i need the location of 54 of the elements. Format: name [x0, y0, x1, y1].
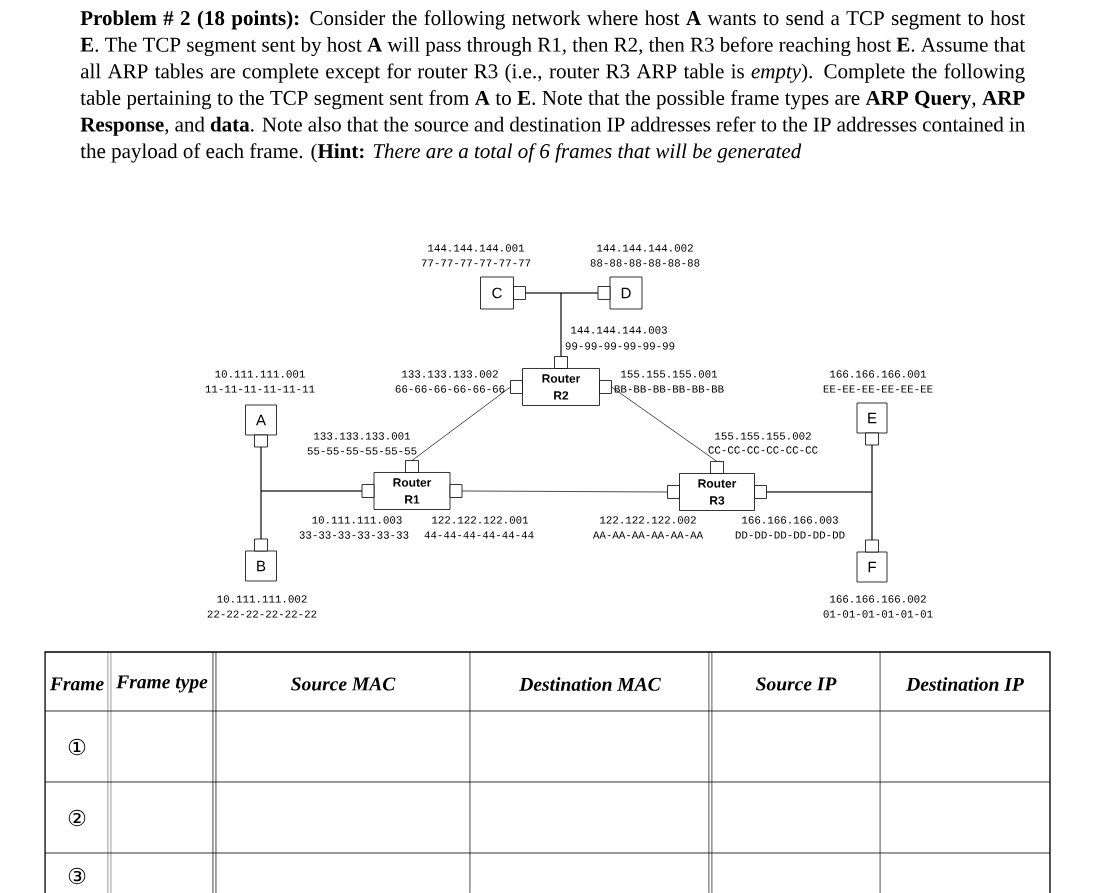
host-box: B [245, 538, 277, 582]
network-link [260, 490, 363, 540]
ip-address-label: 144.144.144.003 [571, 326, 667, 334]
mac-address-label: BB-BB-BB-BB-BB-BB [614, 385, 724, 393]
network-link [766, 491, 873, 541]
column-header: Destination MAC [519, 677, 661, 691]
router-box: Router R3 [667, 461, 767, 511]
ip-address-label: 122.122.122.001 [432, 516, 529, 524]
mac-address-label: 33-33-33-33-33-33 [299, 531, 409, 539]
mac-address-label: 55-55-55-55-55-55 [307, 447, 417, 455]
frame-number: ② [68, 809, 86, 827]
ip-address-label: 166.166.166.001 [830, 370, 927, 378]
mac-address-label: EE-EE-EE-EE-EE-EE [823, 385, 933, 393]
host-box: E [856, 402, 888, 446]
host-box: F [856, 539, 888, 583]
ip-address-label: 144.144.144.001 [428, 244, 525, 252]
mac-address-label: 22-22-22-22-22-22 [207, 610, 317, 618]
mac-address-label: 11-11-11-11-11-11 [205, 385, 315, 393]
router-box: Router R2 [510, 356, 612, 406]
ip-address-label: 155.155.155.002 [715, 432, 811, 440]
frame-number: ① [68, 738, 86, 756]
mac-address-label: 66-66-66-66-66-66 [395, 385, 505, 393]
host-box: A [245, 404, 277, 448]
ip-address-label: 144.144.144.002 [597, 244, 693, 252]
mac-address-label: 44-44-44-44-44-44 [424, 531, 534, 539]
column-header: Source IP [756, 677, 837, 691]
network-link [611, 386, 718, 462]
ip-address-label: 122.122.122.002 [600, 516, 696, 524]
router-box: Router R1 [361, 460, 463, 510]
network-link [411, 386, 511, 461]
ip-address-label: 10.111.111.002 [217, 595, 307, 603]
mac-address-label: 99-99-99-99-99-99 [565, 342, 675, 350]
ip-address-label: 10.111.111.001 [215, 370, 305, 378]
ip-address-label: 10.111.111.003 [312, 516, 402, 524]
ip-address-label: 166.166.166.002 [830, 595, 926, 603]
ip-address-label: 155.155.155.001 [621, 370, 718, 378]
problem-statement: Problem # 2 (18 points): Consider the following network where host A wants to send a TCP segment to host E. The TCP segment sent by host A will pass through R1, then R2, then R3 before reaching host E. Assume that all ARP tables are complete except for router R3 (i.e., router R3 ARP table is empty). Complete the following table pertaining to the TCP segment sent from A to E. Note that the possible frame types are ARP Query, ARP Response, and data. Note also that the source and destination IP addresses refer to the IP addresses contained in the payload of each frame. (Hint: There are a total of 6 frames that will be generated [80, 10, 1026, 163]
column-header: Source MAC [291, 677, 396, 691]
network-link [560, 292, 599, 357]
mac-address-label: DD-DD-DD-DD-DD-DD [735, 531, 845, 539]
mac-address-label: 77-77-77-77-77-77 [421, 259, 531, 267]
ip-address-label: 166.166.166.003 [742, 516, 838, 524]
ip-address-label: 133.133.133.002 [402, 370, 498, 378]
ip-address-label: 133.133.133.001 [314, 432, 411, 440]
host-box: C [480, 276, 526, 310]
column-header: Destination IP [906, 677, 1024, 691]
mac-address-label: AA-AA-AA-AA-AA-AA [592, 531, 704, 539]
frame-number: ③ [68, 867, 86, 885]
mac-address-label: CC-CC-CC-CC-CC-CC [708, 446, 818, 454]
mac-address-label: 01-01-01-01-01-01 [823, 610, 933, 618]
host-box: D [597, 276, 643, 310]
column-header: Frame [49, 677, 104, 691]
column-header: Frame type [116, 675, 208, 693]
mac-address-label: 88-88-88-88-88-88 [590, 259, 700, 267]
